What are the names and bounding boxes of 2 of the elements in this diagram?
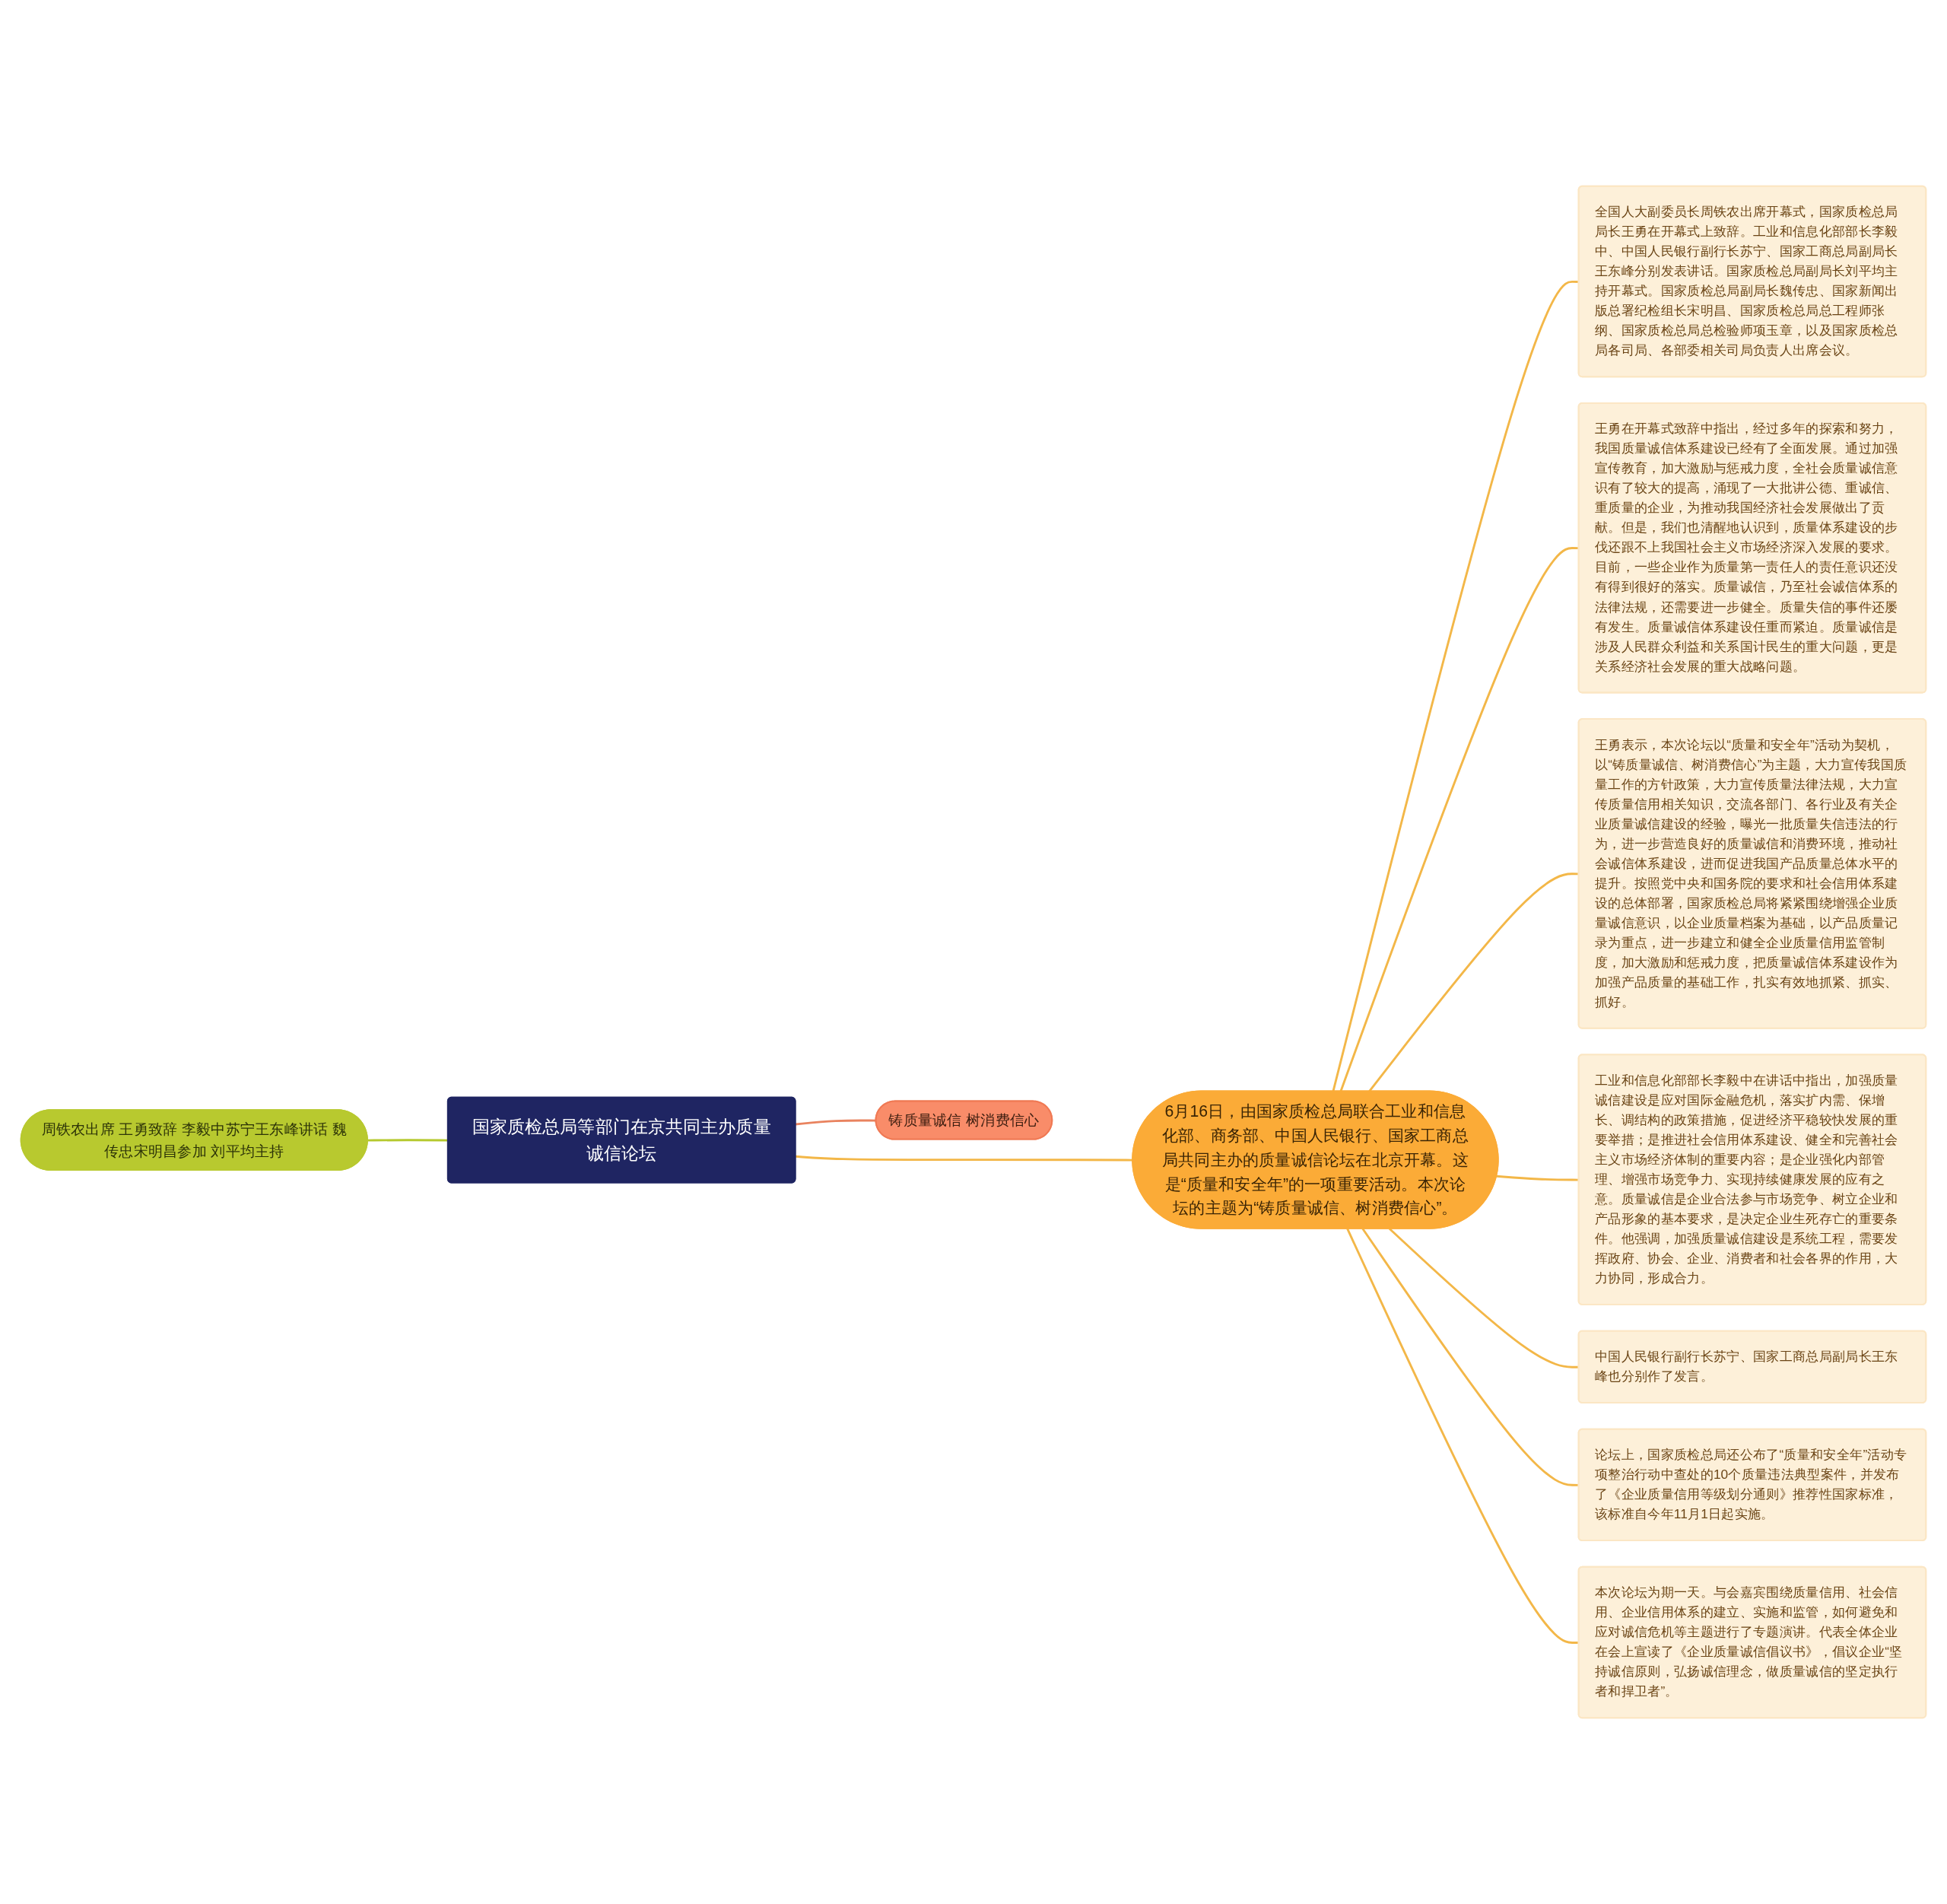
connector — [795, 1119, 876, 1126]
connector — [795, 1155, 1133, 1162]
